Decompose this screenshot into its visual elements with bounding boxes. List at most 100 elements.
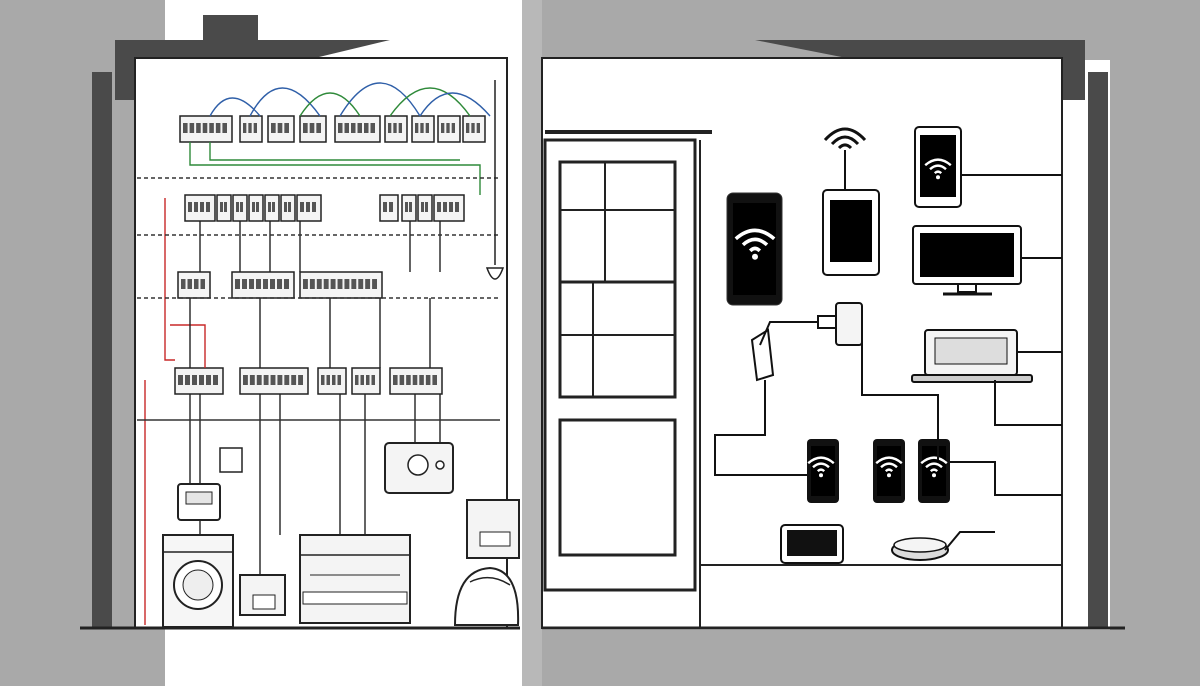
breaker-switch — [303, 123, 308, 133]
breaker-switch — [412, 375, 418, 385]
breaker-switch — [316, 123, 321, 133]
wire — [209, 142, 460, 161]
breaker-switch — [222, 123, 227, 133]
breaker-strip — [232, 194, 248, 222]
breaker-switch — [312, 202, 316, 212]
device-cable — [714, 380, 807, 476]
background-band-bottom-right — [542, 630, 1200, 686]
breaker-switch — [256, 279, 261, 289]
breaker-switch — [366, 375, 370, 385]
breaker-switch — [298, 375, 303, 385]
wire — [339, 82, 421, 117]
breaker-switch — [332, 375, 336, 385]
device-cable — [944, 531, 995, 551]
breaker-switch — [213, 375, 218, 385]
breaker-strip — [184, 194, 216, 222]
breaker-strip — [334, 115, 381, 143]
tablet-top — [914, 126, 962, 208]
breaker-switch — [189, 123, 195, 133]
wifi-dot — [936, 175, 940, 180]
thermostat — [384, 442, 454, 494]
breaker-switch — [455, 202, 459, 212]
breaker-switch — [277, 279, 282, 289]
breaker-switch — [288, 202, 291, 212]
breaker-switch — [256, 202, 259, 212]
breaker-switch — [446, 123, 450, 133]
breaker-switch — [358, 279, 364, 289]
breaker-switch — [235, 279, 240, 289]
wire — [249, 87, 321, 117]
breaker-switch — [271, 123, 276, 133]
breaker-switch — [432, 375, 437, 385]
breaker-switch — [240, 202, 243, 212]
breaker-switch — [389, 202, 393, 212]
wifi-signal-icons — [734, 158, 952, 478]
wifi-arc — [929, 164, 947, 171]
breaker-switch — [270, 375, 276, 385]
breaker-switch — [398, 123, 402, 133]
breaker-switch — [466, 123, 470, 133]
wifi-dot — [819, 473, 823, 478]
breaker-switch — [187, 279, 192, 289]
background-band-right-lower — [1110, 60, 1200, 686]
breaker-switch — [306, 202, 310, 212]
breaker-switch — [206, 375, 211, 385]
breaker-strip — [174, 367, 224, 395]
wifi-arc — [929, 468, 939, 473]
breaker-strip — [389, 367, 443, 395]
space-heater — [453, 499, 520, 626]
breaker-switch — [243, 123, 247, 133]
left-house-wall — [92, 72, 112, 627]
breaker-strip — [437, 115, 461, 143]
breaker-switch — [224, 202, 227, 212]
wire — [299, 92, 361, 117]
breaker-switch — [277, 375, 283, 385]
breaker-switch — [248, 123, 252, 133]
wire — [189, 142, 481, 195]
breaker-switch — [194, 279, 199, 289]
control-box — [219, 447, 243, 473]
breaker-switch — [192, 375, 197, 385]
tablet-center — [822, 189, 880, 276]
breaker-switch — [425, 123, 429, 133]
breaker-switch — [242, 279, 247, 289]
breaker-switch — [209, 123, 214, 133]
breaker-switch — [383, 202, 387, 212]
breaker-strip — [299, 115, 327, 143]
breaker-strip — [239, 367, 309, 395]
breaker-switch — [309, 123, 315, 133]
breaker-switch — [323, 279, 329, 289]
device-cable — [994, 380, 1062, 426]
breaker-switch — [388, 123, 392, 133]
wifi-arc — [807, 456, 835, 465]
wifi-arc — [884, 468, 894, 473]
breaker-switch — [337, 375, 341, 385]
wifi-arc — [920, 456, 948, 465]
laptop — [911, 329, 1033, 383]
wifi-arc — [816, 468, 826, 473]
breaker-switch — [181, 279, 186, 289]
wifi-icon — [875, 456, 903, 478]
breaker-switch — [277, 123, 283, 133]
breaker-strip — [351, 367, 381, 395]
breaker-switch — [263, 375, 269, 385]
breaker-strip — [433, 194, 465, 222]
breaker-strip — [417, 194, 433, 222]
breaker-switch — [406, 375, 411, 385]
device-cable — [861, 325, 939, 460]
breaker-switch — [206, 202, 210, 212]
breaker-strip — [384, 115, 408, 143]
wifi-icon — [807, 456, 835, 478]
breaker-switch — [252, 202, 255, 212]
outlet-box — [177, 483, 221, 521]
breaker-strip — [296, 194, 322, 222]
wiring-runs — [137, 82, 500, 625]
wifi-arc — [924, 158, 952, 167]
breaker-switch — [185, 375, 190, 385]
breaker-switch — [270, 279, 275, 289]
background-band-center — [522, 0, 542, 686]
breaker-switch — [243, 375, 248, 385]
wifi-router — [823, 127, 867, 190]
breaker-switch — [364, 123, 369, 133]
breaker-strip — [379, 194, 399, 222]
